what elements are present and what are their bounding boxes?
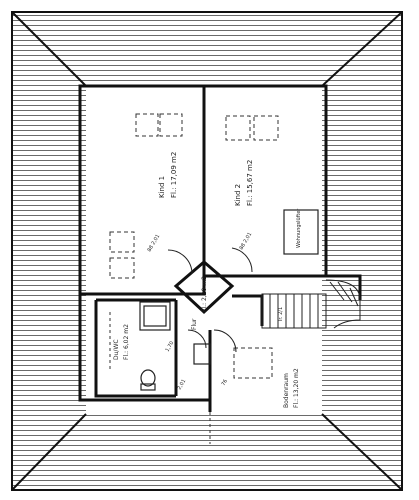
room-name-kind1: Kind 1 [158, 176, 166, 198]
room-area-flur: Fl.: 2,20 m2 [201, 276, 208, 312]
guide-lines [109, 312, 211, 444]
roof-slopes [12, 12, 402, 490]
ventilation-unit [283, 209, 319, 255]
room-area-boden: Fl.: 13,20 m2 [293, 368, 300, 408]
room-name-dusche: Du/WC [113, 339, 120, 360]
door-dim-dusche-2: 2,01 [177, 378, 188, 391]
room-name-flur: Flur [191, 318, 198, 330]
roof-slope-east [322, 12, 402, 490]
stair-label: Tr. 2/1 [278, 307, 284, 323]
door-dim-boden: 76 [221, 378, 229, 387]
shower-tray [139, 301, 171, 331]
roof-slope-south [12, 414, 402, 490]
room-area-kind2: Fl.: 15,67 m2 [246, 160, 254, 206]
roof-slope-north [12, 12, 402, 86]
room-area-kind1: Fl.: 17,09 m2 [170, 152, 178, 198]
toilet [140, 369, 156, 387]
staircase [261, 279, 361, 329]
room-area-dusche: Fl.: 6,02 m2 [123, 324, 130, 360]
fixtures [139, 209, 319, 391]
room-labels: Kind 1 Fl.: 17,09 m2 Kind 2 Fl.: 15,67 m… [113, 152, 302, 408]
room-name-boden: Bodenraum [283, 373, 290, 408]
door-swings [167, 247, 253, 353]
roof-slope-west [12, 12, 86, 490]
roof-outline [11, 11, 403, 491]
heater-unit [193, 343, 211, 365]
door-dim-dusche: 1,70 [165, 340, 176, 353]
roof-windows [109, 113, 279, 379]
ventilation-unit-label: Wohnungslüfter [296, 208, 302, 248]
room-name-kind2: Kind 2 [234, 184, 242, 206]
